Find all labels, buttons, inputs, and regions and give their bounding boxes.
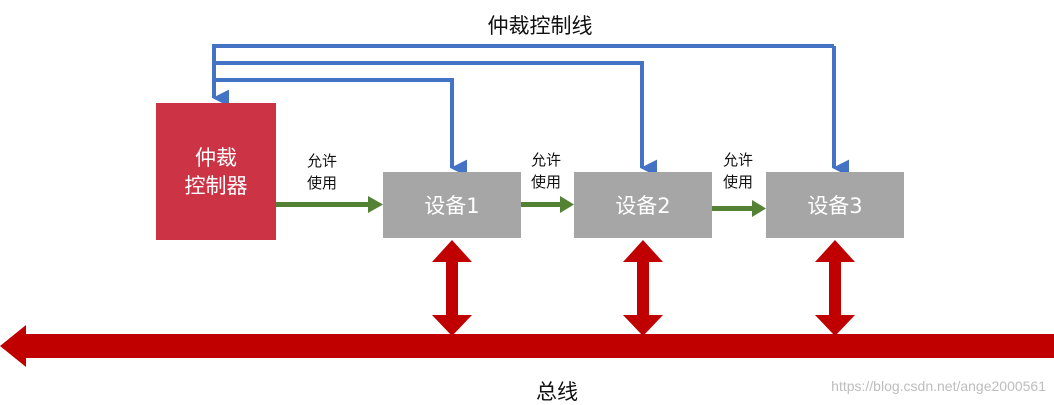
bus-connector-2 [623, 240, 663, 336]
grant-labels: 允许 使用 允许 使用 允许 使用 [307, 151, 753, 192]
device-box-1: 设备1 [383, 172, 521, 238]
grant-label-2-line1: 允许 [531, 151, 561, 169]
device-label-3: 设备3 [807, 194, 862, 218]
device-label-1: 设备1 [424, 194, 479, 218]
grant-label-3-line2: 使用 [723, 173, 753, 191]
arbiter-label-line1: 仲裁 [195, 146, 237, 170]
device-box-3: 设备3 [766, 172, 904, 238]
grant-label-1-line1: 允许 [307, 152, 337, 170]
control-line-title: 仲裁控制线 [488, 14, 593, 38]
grant-label-1-line2: 使用 [307, 174, 337, 192]
bus-connector-3 [815, 240, 855, 336]
bus-label: 总线 [536, 380, 578, 404]
grant-arrows [276, 196, 766, 217]
control-line-device2 [214, 61, 658, 177]
grant-arrow-2 [521, 196, 574, 213]
arbiter-controller: 仲裁 控制器 [156, 103, 276, 240]
bus-connectors [432, 240, 855, 336]
control-line-device3 [212, 44, 834, 107]
arbiter-label-line2: 控制器 [185, 174, 248, 198]
bus-connector-1 [432, 240, 472, 336]
device-box-2: 设备2 [574, 172, 712, 238]
control-lines [212, 44, 850, 177]
grant-arrow-1 [276, 196, 383, 213]
watermark-url: https://blog.csdn.net/ange2000561 [831, 378, 1046, 394]
grant-label-3-line1: 允许 [723, 151, 753, 169]
control-line-device1 [214, 78, 468, 177]
grant-label-2-line2: 使用 [531, 173, 561, 191]
system-bus [0, 325, 1054, 367]
grant-arrow-3 [712, 200, 766, 217]
device-label-2: 设备2 [615, 194, 670, 218]
